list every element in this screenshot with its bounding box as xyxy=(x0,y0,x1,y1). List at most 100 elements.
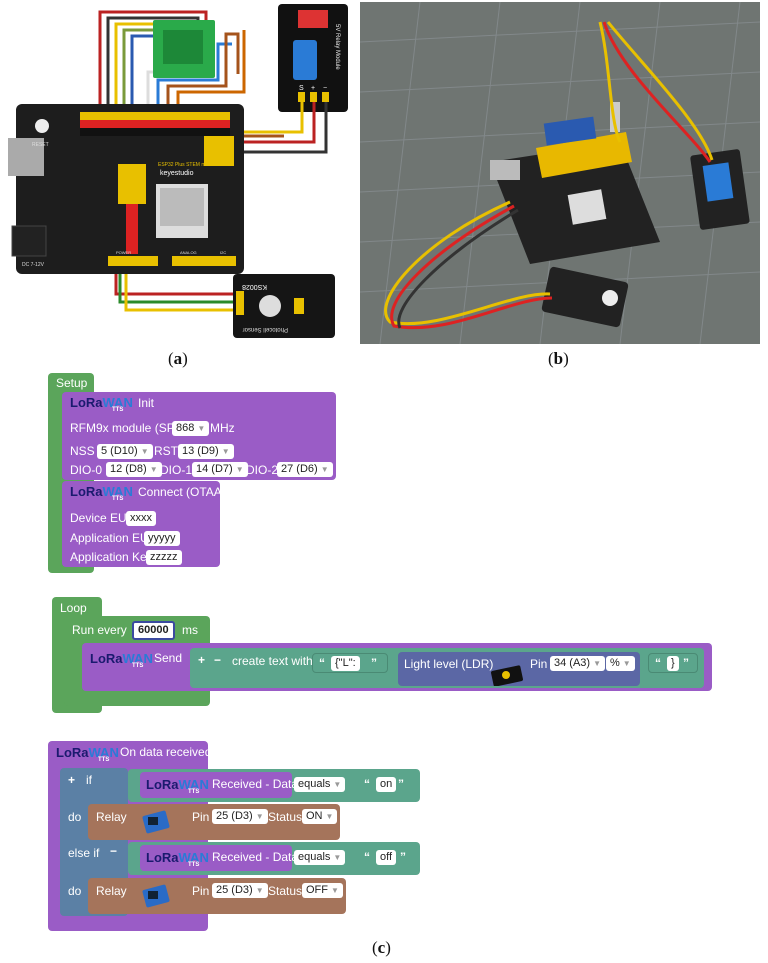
relay-icon xyxy=(293,40,317,80)
relay-block-1[interactable]: Relay Pin 25 (D3)▼ Status ON▼ xyxy=(88,804,340,840)
text-segment-2[interactable]: “ } ” xyxy=(648,653,698,673)
value-off-input[interactable]: off xyxy=(376,850,397,865)
dio1-dropdown[interactable]: 14 (D7)▼ xyxy=(192,462,248,477)
relay-block-2[interactable]: Relay Pin 25 (D3)▼ Status OFF▼ xyxy=(88,878,346,914)
pin-label: Pin xyxy=(530,657,548,671)
photo-lora-module-icon xyxy=(543,116,597,146)
text1-input[interactable]: {"L": xyxy=(331,656,360,671)
value-on-input[interactable]: on xyxy=(376,777,397,792)
dio1-label: DIO-1 xyxy=(160,463,193,477)
relay-pin-dropdown-2[interactable]: 25 (D3)▼ xyxy=(212,883,268,898)
relay-terminal-icon xyxy=(298,10,328,28)
pin-label: Pin xyxy=(192,810,210,824)
module-label: RFM9x module (SPI) xyxy=(70,421,183,435)
ldr-code-label: KS0028 xyxy=(242,283,267,290)
app-key-input[interactable]: zzzzz xyxy=(146,550,182,565)
status-label: Status xyxy=(268,884,303,898)
ldr-pin-dropdown[interactable]: 34 (A3)▼ xyxy=(550,656,605,671)
app-eui-input[interactable]: yyyyy xyxy=(144,531,180,546)
received-data-label: Received - Data xyxy=(212,850,299,864)
freq-dropdown[interactable]: 868▼ xyxy=(172,421,210,436)
operator-dropdown-1[interactable]: equals▼ xyxy=(294,777,346,792)
photocell-sensor-icon xyxy=(233,274,335,338)
relay-label: Relay xyxy=(96,810,127,824)
dio2-label: DIO-2 xyxy=(246,463,279,477)
received-data-label: Received - Data xyxy=(212,777,299,791)
wiring-diagram: 5V Relay Module S + − RESET DC 7-12V ESP… xyxy=(8,4,348,338)
loop-label: Loop xyxy=(60,601,87,615)
do-label-1: do xyxy=(68,810,82,824)
rst-dropdown[interactable]: 13 (D9)▼ xyxy=(178,444,234,459)
hardware-photo xyxy=(360,2,760,344)
device-eui-label: Device EUI xyxy=(70,511,131,525)
ldr-label: Light level (LDR) xyxy=(404,657,494,671)
create-text-label: create text with xyxy=(232,654,313,668)
device-eui-input[interactable]: xxxx xyxy=(126,511,156,526)
else-if-remove-button[interactable]: − xyxy=(110,844,118,858)
ldr-sensor-icon xyxy=(491,665,523,686)
dc-label: DC 7-12V xyxy=(22,262,45,268)
interval-unit-label: ms xyxy=(182,623,198,637)
init-label: Init xyxy=(138,396,155,410)
relay-label: Relay xyxy=(96,884,127,898)
app-eui-label: Application EUI xyxy=(70,531,153,545)
do-label-2: do xyxy=(68,884,82,898)
freq-unit-label: MHz xyxy=(210,421,235,435)
dio0-dropdown[interactable]: 12 (D8)▼ xyxy=(106,462,162,477)
header-pins-icon xyxy=(80,112,236,266)
relay-pin-s: S xyxy=(299,85,304,92)
connect-label: Connect (OTAA) xyxy=(138,485,226,499)
relay-icon xyxy=(142,884,170,908)
nss-label: NSS xyxy=(70,444,95,458)
setup-label: Setup xyxy=(56,376,88,390)
app-key-label: Application Key xyxy=(70,550,153,564)
nss-dropdown[interactable]: 5 (D10)▼ xyxy=(97,444,153,459)
relay-icon xyxy=(142,810,170,834)
relay-pin-dropdown-1[interactable]: 25 (D3)▼ xyxy=(212,809,268,824)
send-label: Send xyxy=(154,651,183,665)
relay-pin-plus: + xyxy=(311,85,315,92)
reset-label: RESET xyxy=(32,142,49,148)
status-label: Status xyxy=(268,810,303,824)
reset-button-icon xyxy=(35,119,49,133)
relay-pin-minus: − xyxy=(323,85,327,92)
board-brand-label: keyestudio xyxy=(160,170,194,177)
text2-input[interactable]: } xyxy=(667,656,679,671)
add-item-button[interactable]: + xyxy=(198,653,206,667)
run-every-label: Run every xyxy=(72,623,127,637)
pin-label: Pin xyxy=(192,884,210,898)
if-add-button[interactable]: + xyxy=(68,773,76,787)
status-dropdown-off[interactable]: OFF▼ xyxy=(302,883,343,898)
photo-ldr-icon xyxy=(541,266,629,328)
if-label: if xyxy=(86,773,92,787)
caption-b: (b) xyxy=(548,349,569,368)
i2c-label: I2C xyxy=(220,250,226,255)
ldr-block[interactable]: Light level (LDR) Pin 34 (A3)▼ %▼ xyxy=(398,652,640,686)
caption-c: (c) xyxy=(372,938,391,957)
else-if-label: else if xyxy=(68,846,100,860)
rst-label: RST xyxy=(154,444,178,458)
operator-dropdown-2[interactable]: equals▼ xyxy=(294,850,346,865)
analog-label: ANALOG xyxy=(180,250,197,255)
power-label: POWER xyxy=(116,250,131,255)
dio2-dropdown[interactable]: 27 (D6)▼ xyxy=(277,462,333,477)
interval-input[interactable]: 60000 xyxy=(132,621,175,640)
status-dropdown-on[interactable]: ON▼ xyxy=(302,809,338,824)
relay-module-label: 5V Relay Module xyxy=(334,24,340,70)
board-name-label: ESP32 Plus STEM makers xyxy=(158,162,218,168)
ldr-mode-dropdown[interactable]: %▼ xyxy=(606,656,635,671)
dio0-label: DIO-0 xyxy=(70,463,103,477)
dc-jack-icon xyxy=(11,225,47,257)
on-data-received-label: On data received xyxy=(120,745,212,759)
text-segment-1[interactable]: “ {"L": ” xyxy=(312,653,388,673)
remove-item-button[interactable]: − xyxy=(214,653,222,667)
usb-port-icon xyxy=(8,138,44,176)
